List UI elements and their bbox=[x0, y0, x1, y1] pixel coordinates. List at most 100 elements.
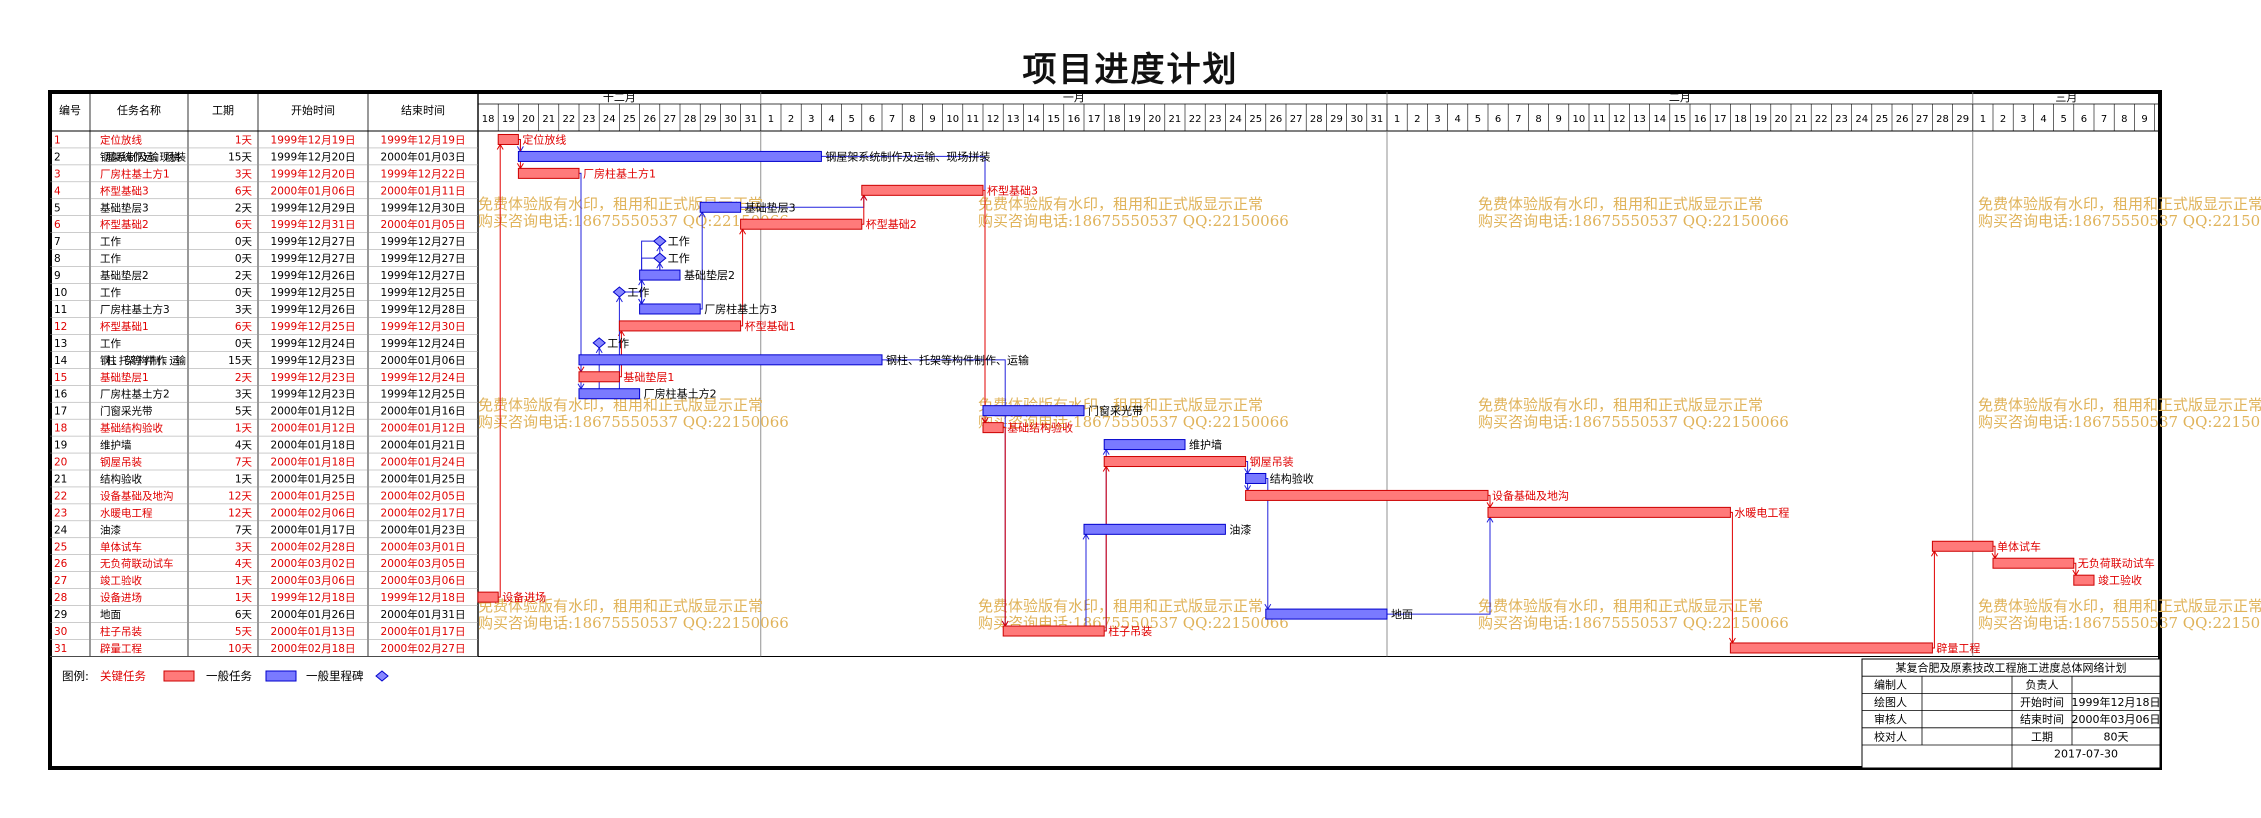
cell-start: 1999年12月29日 bbox=[271, 201, 356, 214]
day-label: 1 bbox=[1394, 114, 1400, 125]
day-label: 24 bbox=[1855, 114, 1868, 125]
dependency-link bbox=[579, 172, 582, 389]
cell-id: 10 bbox=[54, 287, 67, 299]
cell-start: 1999年12月27日 bbox=[271, 235, 356, 248]
title-block-value: 2000年03月06日 bbox=[2072, 712, 2161, 726]
day-label: 22 bbox=[1815, 114, 1828, 125]
cell-duration: 1天 bbox=[235, 473, 253, 485]
cell-name: 地面 bbox=[100, 608, 121, 621]
cell-start: 1999年12月24日 bbox=[271, 337, 356, 350]
cell-id: 3 bbox=[54, 168, 61, 180]
cell-name: 钢柱、托架等构件制作、运输 bbox=[100, 354, 187, 367]
day-label: 26 bbox=[1270, 114, 1283, 125]
cell-duration: 12天 bbox=[228, 490, 252, 502]
cell-name: 工作 bbox=[100, 253, 121, 265]
dependency-link bbox=[1730, 511, 1733, 643]
cell-end: 2000年01月21日 bbox=[381, 439, 466, 452]
milestone-diamond bbox=[612, 286, 627, 298]
cell-name: 厂房柱基土方1 bbox=[100, 167, 170, 180]
cell-duration: 15天 bbox=[228, 151, 252, 163]
critical-task-bar bbox=[1487, 506, 1731, 518]
cell-duration: 12天 bbox=[228, 507, 252, 519]
watermark-line1: 免费体验版有水印，租用和正式版显示正常 bbox=[478, 195, 763, 213]
cell-duration: 4天 bbox=[235, 558, 253, 570]
cell-end: 2000年01月23日 bbox=[381, 523, 466, 536]
day-label: 9 bbox=[929, 114, 935, 125]
day-label: 6 bbox=[1495, 114, 1501, 125]
normal-task-bar bbox=[517, 150, 822, 162]
day-label: 4 bbox=[828, 114, 834, 125]
cell-name: 设备进场 bbox=[100, 591, 142, 604]
bar-label: 工作 bbox=[627, 286, 649, 299]
month-label: 一月 bbox=[1063, 91, 1085, 104]
day-label: 8 bbox=[909, 114, 915, 125]
bar-label: 设备基础及地沟 bbox=[1492, 488, 1569, 502]
normal-task-bar bbox=[578, 354, 883, 366]
watermark-line2: 购买咨询电话:18675550537 QQ:22150066 bbox=[1978, 413, 2261, 431]
cell-end: 1999年12月18日 bbox=[381, 591, 466, 604]
cell-duration: 5天 bbox=[235, 406, 253, 418]
cell-id: 4 bbox=[54, 185, 61, 197]
day-label: 24 bbox=[1229, 114, 1242, 125]
critical-task-bar bbox=[477, 591, 499, 603]
critical-task-bar bbox=[618, 320, 742, 332]
cell-start: 1999年12月31日 bbox=[271, 218, 356, 231]
cell-duration: 7天 bbox=[235, 524, 253, 536]
cell-start: 2000年03月06日 bbox=[271, 574, 356, 587]
cell-name: 厂房柱基土方3 bbox=[100, 303, 170, 316]
day-label: 12 bbox=[987, 114, 1000, 125]
title-block-value: 1999年12月18日 bbox=[2072, 695, 2161, 709]
dependency-link bbox=[1104, 466, 1107, 632]
critical-task-bar bbox=[1729, 642, 1933, 654]
cell-start: 1999年12月23日 bbox=[271, 388, 356, 401]
day-label: 21 bbox=[542, 114, 555, 125]
cell-id: 29 bbox=[54, 609, 67, 621]
day-label: 27 bbox=[1916, 114, 1929, 125]
bar-label: 厂房柱基土方1 bbox=[583, 166, 656, 180]
cell-id: 15 bbox=[54, 372, 67, 384]
normal-task-bar bbox=[1245, 472, 1267, 484]
day-label: 7 bbox=[2101, 114, 2107, 125]
watermark-line1: 免费体验版有水印，租用和正式版显示正常 bbox=[978, 195, 1263, 213]
cell-id: 11 bbox=[54, 304, 67, 316]
bar-label: 水暖电工程 bbox=[1734, 506, 1789, 519]
watermark-line1: 免费体验版有水印，租用和正式版显示正常 bbox=[1978, 195, 2261, 213]
day-label: 20 bbox=[522, 114, 535, 125]
day-label: 20 bbox=[1148, 114, 1161, 125]
day-label: 21 bbox=[1795, 114, 1808, 125]
cell-name: 工作 bbox=[100, 287, 121, 299]
watermark-line1: 免费体验版有水印，租用和正式版显示正常 bbox=[478, 597, 763, 615]
day-label: 18 bbox=[1734, 114, 1747, 125]
cell-duration: 3天 bbox=[235, 541, 253, 553]
bar-label: 基础垫层1 bbox=[623, 370, 674, 384]
legend-normal-label: 一般任务 bbox=[206, 669, 252, 683]
bar-label: 钢屋吊装 bbox=[1250, 456, 1294, 469]
day-label: 8 bbox=[1535, 114, 1541, 125]
watermark-line1: 免费体验版有水印，租用和正式版显示正常 bbox=[1978, 396, 2261, 414]
cell-start: 2000年02月28日 bbox=[271, 540, 356, 553]
cell-end: 1999年12月30日 bbox=[381, 201, 466, 214]
watermark-line1: 免费体验版有水印，租用和正式版显示正常 bbox=[1478, 195, 1763, 213]
watermark-line1: 免费体验版有水印，租用和正式版显示正常 bbox=[1978, 597, 2261, 615]
watermark-line1: 免费体验版有水印，租用和正式版显示正常 bbox=[1478, 597, 1763, 615]
cell-start: 1999年12月20日 bbox=[271, 167, 356, 180]
day-label: 3 bbox=[1434, 114, 1440, 125]
cell-duration: 1天 bbox=[235, 575, 253, 587]
cell-id: 24 bbox=[54, 524, 68, 536]
cell-duration: 6天 bbox=[235, 321, 253, 333]
normal-task-bar bbox=[1103, 439, 1186, 451]
bar-label: 结构验收 bbox=[1270, 471, 1314, 485]
normal-task-bar bbox=[699, 201, 742, 213]
day-label: 9 bbox=[2141, 114, 2147, 125]
day-label: 27 bbox=[664, 114, 677, 125]
bar-label: 基础结构验收 bbox=[1007, 421, 1073, 435]
cell-duration: 0天 bbox=[235, 253, 253, 265]
cell-name: 竣工验收 bbox=[100, 574, 142, 587]
day-label: 29 bbox=[1330, 114, 1343, 125]
cell-duration: 15天 bbox=[228, 355, 252, 367]
day-label: 14 bbox=[1027, 114, 1040, 125]
cell-name: 单体试车 bbox=[100, 540, 142, 553]
cell-name: 基础垫层1 bbox=[100, 371, 149, 384]
cell-id: 20 bbox=[54, 457, 67, 469]
cell-duration: 4天 bbox=[235, 440, 253, 452]
